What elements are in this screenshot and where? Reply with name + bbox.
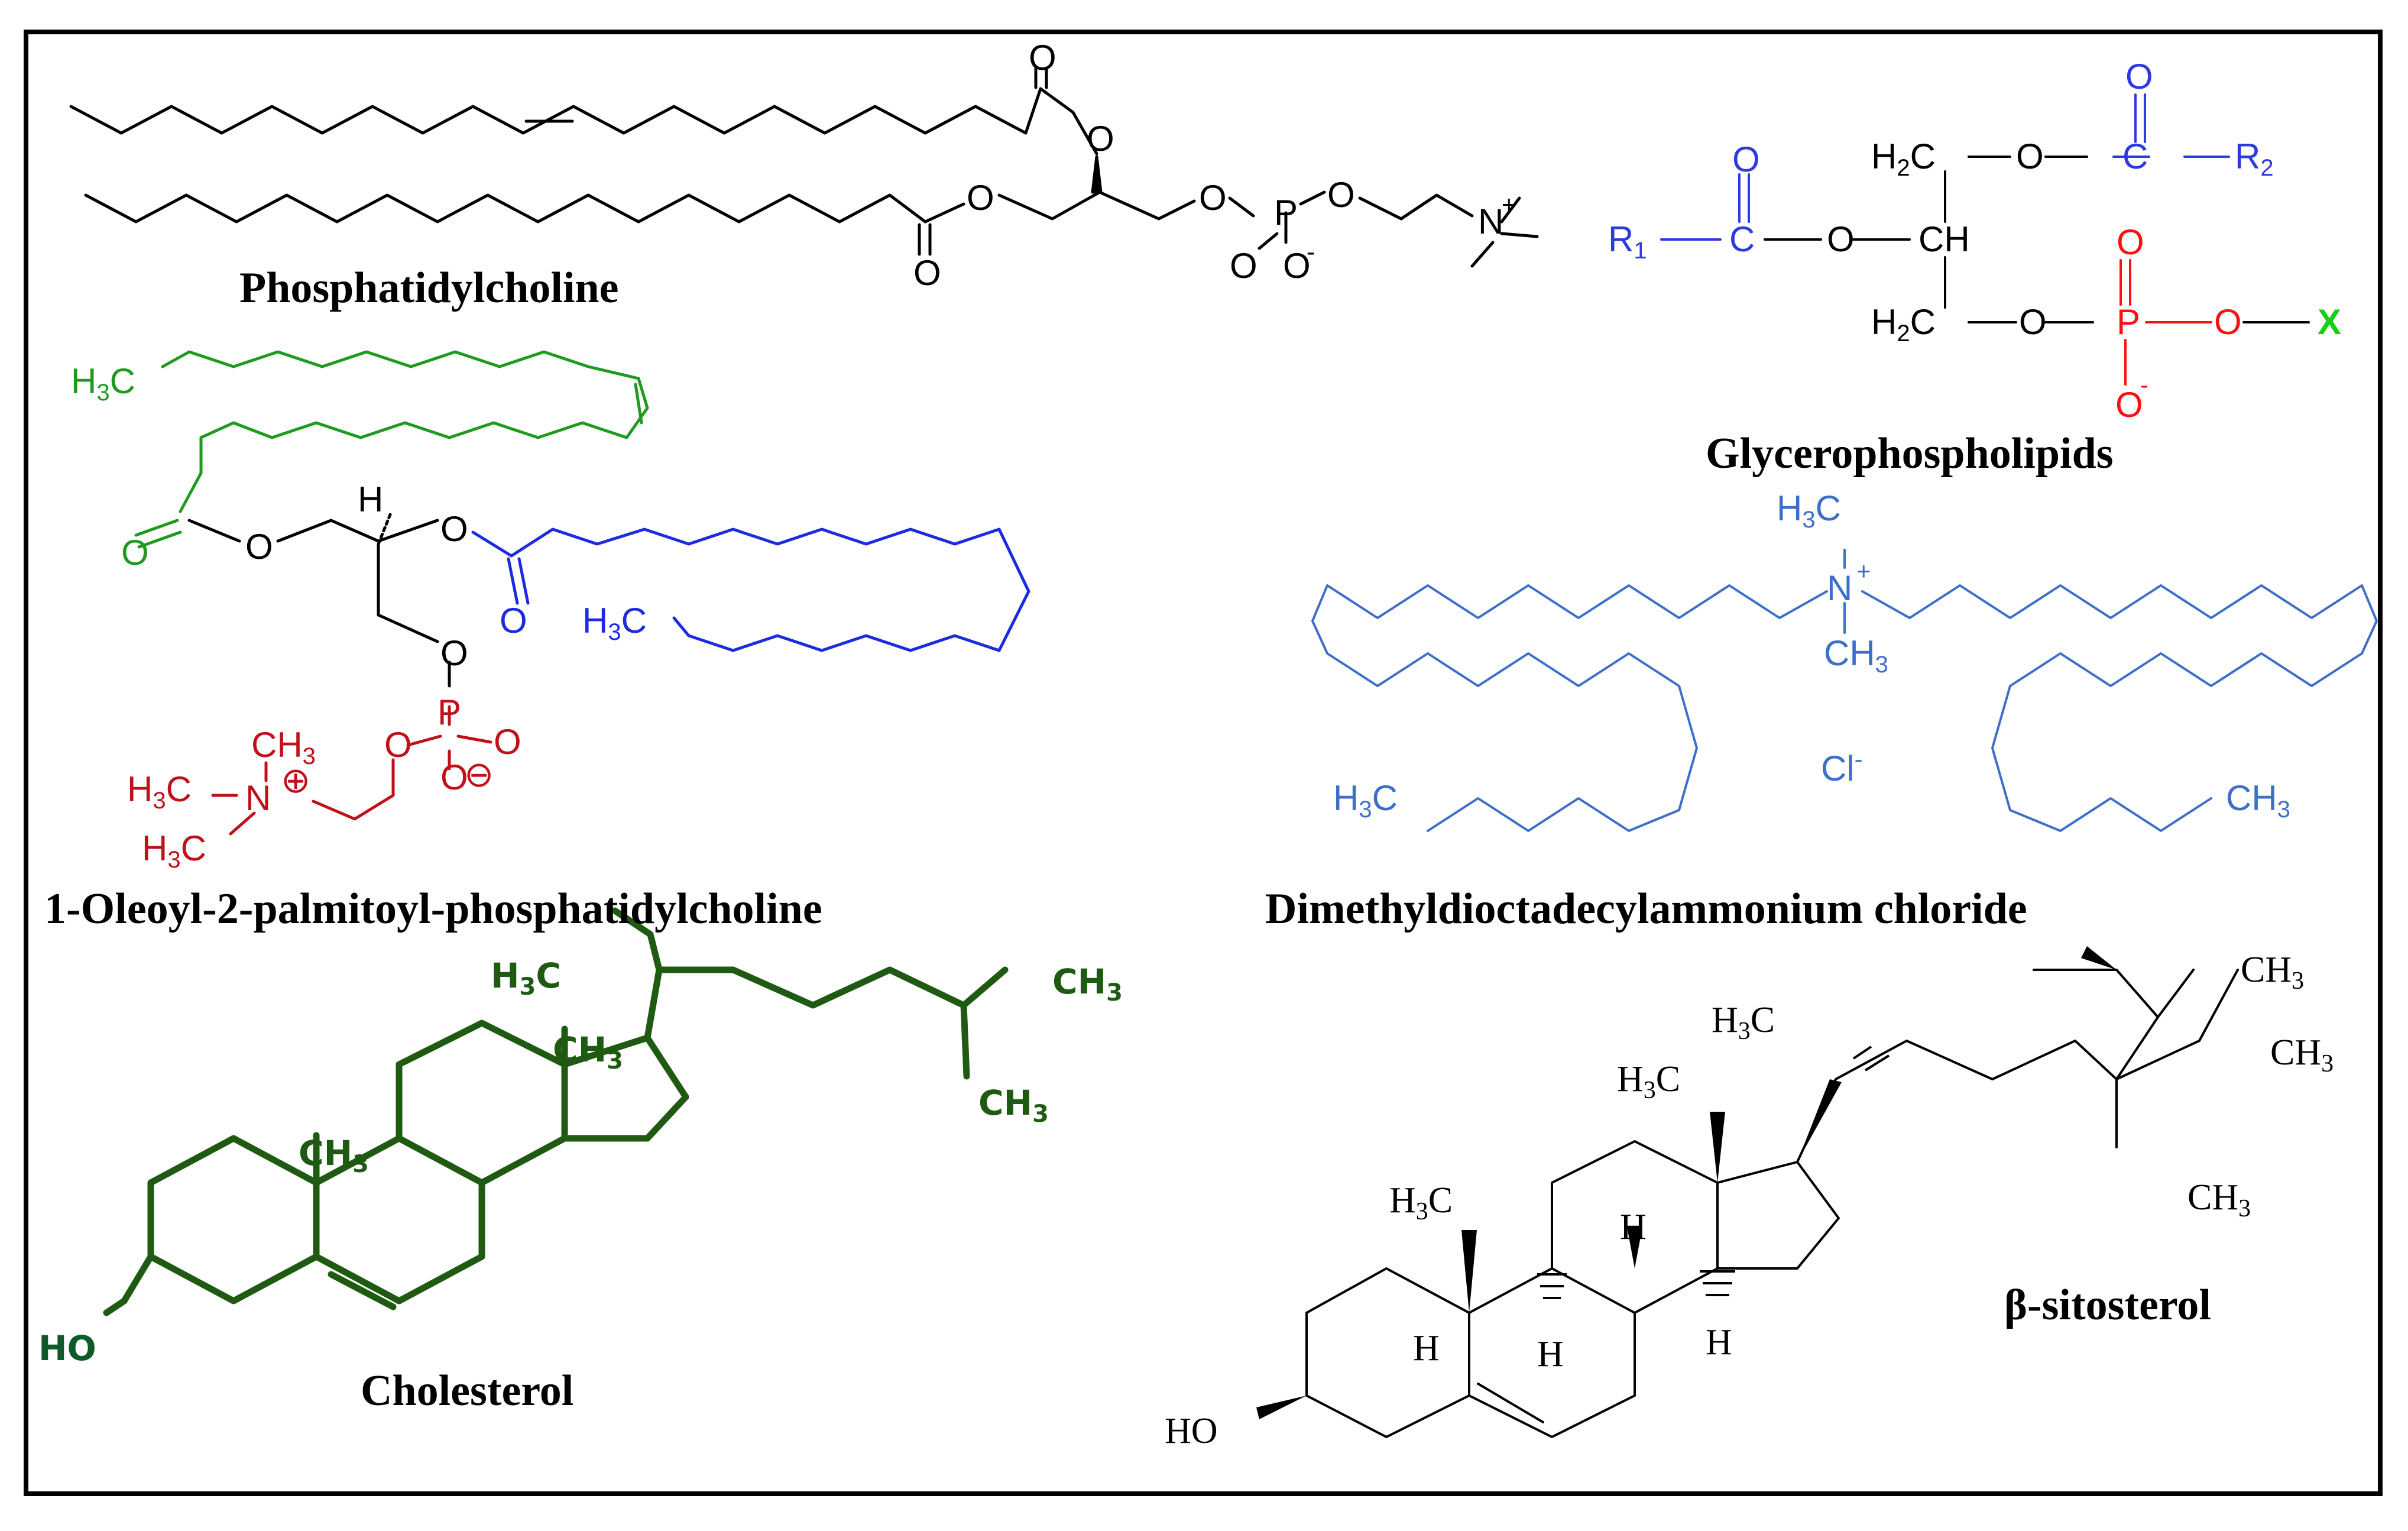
popc-ch3: CH3 xyxy=(251,725,316,769)
popc-h3c-blue: H3C xyxy=(582,601,647,645)
gp-atom-o: O xyxy=(2117,222,2144,262)
sito-atom-h: H xyxy=(1537,1334,1564,1374)
pc-atom-o: O xyxy=(1029,38,1056,77)
popc-atom-o: O xyxy=(121,533,149,572)
chol-ch3-d: CH3 xyxy=(299,1133,369,1178)
gp-atom-o: O xyxy=(2115,385,2143,425)
sitosterol-labels: CH3 H3C CH3 H3C CH3 H3C H H H H HO xyxy=(1165,950,2334,1451)
gp-atom-p: P xyxy=(2117,302,2140,342)
popc-minus: ⊖ xyxy=(464,755,494,794)
chol-ch3-b: CH3 xyxy=(553,1030,623,1074)
sito-h3c-a: H3C xyxy=(1712,1000,1775,1045)
chol-ch3-c: CH3 xyxy=(978,1083,1049,1128)
gp-atom-o: O xyxy=(1827,219,1855,259)
popc-atom-o: O xyxy=(440,633,468,673)
pc-wedge xyxy=(1091,155,1103,194)
gp-atom-x: X xyxy=(2318,302,2341,342)
chol-ch3-a: CH3 xyxy=(1052,962,1123,1006)
pc-bottom-chain xyxy=(84,193,927,224)
ddac-h3c-left: H3C xyxy=(1333,778,1398,823)
sito-atom-h: H xyxy=(1413,1328,1440,1368)
popc-atom-p: P xyxy=(437,692,461,732)
ddac-ch3: CH3 xyxy=(1824,633,1888,678)
pc-atom-o: O xyxy=(967,178,994,218)
pc-atom-o: O xyxy=(1087,119,1114,158)
glycerophospholipids-structure xyxy=(1660,93,2310,386)
pc-carbonyl-top xyxy=(1024,87,1042,135)
ddac-plus: + xyxy=(1856,557,1871,585)
chol-h3c: H3C xyxy=(491,956,561,1001)
pc-atom-o: O xyxy=(1230,246,1258,286)
gp-h2c-bottom: H2C xyxy=(1871,302,1936,347)
popc-labels: H3C O O H O O H3C O P O O O ⊖ CH3 H3C N … xyxy=(71,361,647,873)
sito-atom-h: H xyxy=(1620,1207,1647,1247)
gp-atom-o: O xyxy=(2016,137,2044,176)
ddac-labels: H3C N + CH3 Cl- H3C CH3 xyxy=(1333,488,2290,823)
popc-atom-o: O xyxy=(245,527,273,567)
popc-h3c-n: H3C xyxy=(127,769,192,814)
popc-structure xyxy=(134,350,1030,836)
pc-atom-o: O xyxy=(1199,178,1227,218)
sitosterol-structure xyxy=(1305,969,2239,1438)
pc-atom-n: N xyxy=(1478,202,1503,241)
gp-atom-o: O xyxy=(2019,302,2047,342)
popc-atom-o: O xyxy=(440,509,468,549)
pc-atom-o: O xyxy=(1327,175,1355,215)
gp-r2: R2 xyxy=(2235,137,2274,181)
pc-plus-charge: + xyxy=(1502,190,1516,218)
ddac-structure xyxy=(1311,549,2378,832)
ddac-cl: Cl- xyxy=(1821,745,1863,788)
popc-atom-o: O xyxy=(494,722,521,762)
sito-h3c-b: H3C xyxy=(1617,1059,1680,1104)
sito-ch3-top: CH3 xyxy=(2241,950,2304,995)
popc-atom-o: O xyxy=(440,758,468,797)
sito-h3c-c: H3C xyxy=(1389,1180,1453,1225)
gp-h2c-top: H2C xyxy=(1871,137,1936,181)
title-cholesterol: Cholesterol xyxy=(361,1367,574,1415)
chol-ho: HO xyxy=(38,1328,96,1368)
title-sitosterol: β-sitosterol xyxy=(2004,1281,2211,1329)
phosphatidylcholine-structure xyxy=(69,66,1539,268)
ddac-h3c-top: H3C xyxy=(1777,488,1841,533)
pc-atom-p: P xyxy=(1274,193,1298,232)
ddac-atom-n: N xyxy=(1827,568,1852,608)
sito-ho: HO xyxy=(1165,1411,1218,1451)
title-popc: 1-Oleoyl-2-palmitoyl-phosphatidylcholine xyxy=(44,885,822,933)
pc-atom-o: O xyxy=(1283,246,1311,286)
popc-atom-n: N xyxy=(245,778,271,818)
cholesterol-structure xyxy=(103,907,1009,1316)
popc-h3c-n2: H3C xyxy=(142,828,206,873)
gp-atom-o: O xyxy=(1732,140,1760,179)
title-ddac: Dimethyldioctadecylammonium chloride xyxy=(1265,885,2027,933)
figure-frame xyxy=(24,30,2383,1496)
cholesterol-labels: H3C CH3 CH3 CH3 CH3 HO xyxy=(38,956,1123,1368)
gp-r1: R1 xyxy=(1608,219,1647,264)
popc-plus: ⊕ xyxy=(281,760,310,800)
gp-atom-c: C xyxy=(2122,137,2148,176)
gp-minus: - xyxy=(2140,371,2148,399)
pc-atom-o: O xyxy=(913,253,941,293)
gp-atom-o: O xyxy=(2214,302,2242,342)
sito-ch3-low: CH3 xyxy=(2187,1177,2251,1222)
sitosterol-wedges xyxy=(1256,946,2117,1419)
sito-atom-h: H xyxy=(1706,1322,1732,1362)
popc-atom-h: H xyxy=(358,480,383,519)
popc-atom-o: O xyxy=(500,601,527,640)
title-glycerophospholipids: Glycerophospholipids xyxy=(1706,429,2114,478)
gp-ch: CH xyxy=(1918,219,1970,259)
ddac-ch3-right: CH3 xyxy=(2226,778,2290,823)
popc-atom-o: O xyxy=(384,725,412,765)
pc-minus-charge: - xyxy=(1307,238,1315,266)
glycerophospholipids-labels: O H2C O C R2 O R1 C O CH O H2C O P O X O… xyxy=(1608,57,2341,425)
title-phosphatidylcholine: Phosphatidylcholine xyxy=(239,264,619,312)
sito-ch3-right: CH3 xyxy=(2270,1032,2334,1077)
popc-h3c: H3C xyxy=(71,361,135,406)
phosphatidylcholine-labels: O O O O O P O O O - N + xyxy=(913,38,1516,293)
gp-atom-o: O xyxy=(2125,57,2153,96)
gp-atom-c: C xyxy=(1729,219,1755,259)
sitosterol-hashes xyxy=(1537,1046,1890,1299)
